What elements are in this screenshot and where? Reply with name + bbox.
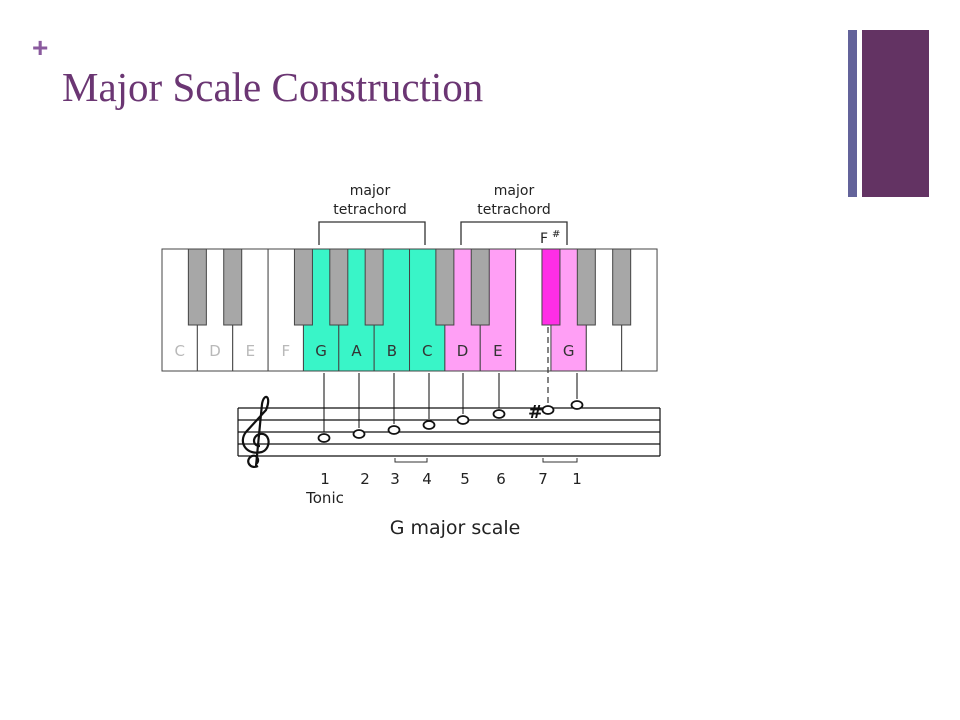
white-key-label: G — [315, 342, 327, 360]
tonic-label: Tonic — [305, 489, 344, 507]
slide-title: Major Scale Construction — [62, 64, 484, 110]
white-key-label: C — [174, 342, 184, 360]
whole-note — [422, 420, 436, 430]
scale-degree-number: 2 — [360, 470, 370, 488]
white-key-label: E — [246, 342, 255, 360]
white-key-label: D — [209, 342, 221, 360]
decorative-bar-thin — [848, 30, 857, 197]
black-key — [576, 248, 596, 326]
white-key-label: E — [493, 342, 502, 360]
bracket-1-label-line1: major — [350, 183, 391, 199]
white-key-label: A — [351, 342, 362, 360]
sharp-accidental-icon: # — [528, 402, 543, 423]
scale-degree-number: 5 — [460, 470, 470, 488]
sharp-symbol: # — [552, 229, 560, 240]
black-key — [364, 248, 384, 326]
bracket-2-label-line1: major — [494, 183, 535, 199]
white-key-label: G — [563, 342, 575, 360]
black-key — [223, 248, 243, 326]
f-sharp-label: F — [540, 231, 548, 247]
black-key — [187, 248, 207, 326]
white-key-label: C — [422, 342, 432, 360]
decorative-bar-thick — [862, 30, 929, 197]
black-key — [293, 248, 313, 326]
white-key-label: B — [387, 342, 397, 360]
treble-clef-icon — [241, 395, 270, 468]
scale-degree-number: 4 — [422, 470, 432, 488]
black-key — [612, 248, 632, 326]
tetrachord-bracket-1 — [318, 221, 426, 245]
scale-degree-number: 7 — [538, 470, 548, 488]
scale-degree-number: 1 — [572, 470, 582, 488]
scale-degrees: 1 2 3 4 5 6 7 1 — [320, 470, 582, 488]
scale-degree-number: 1 — [320, 470, 330, 488]
black-key — [329, 248, 349, 326]
whole-note — [541, 405, 555, 415]
whole-note — [570, 400, 584, 410]
whole-note — [492, 409, 506, 419]
scale-notes: # — [317, 400, 584, 443]
black-key — [435, 248, 455, 326]
white-key-label: D — [457, 342, 469, 360]
half-step-bracket-7-1 — [542, 458, 578, 463]
scale-degree-number: 3 — [390, 470, 400, 488]
tetrachord-bracket-2 — [460, 221, 568, 245]
bracket-2-label-line2: tetrachord — [477, 202, 550, 218]
black-key — [470, 248, 490, 326]
black-key-f-sharp — [541, 248, 561, 326]
whole-note — [456, 415, 470, 425]
whole-note — [317, 433, 331, 443]
white-key-label: F — [281, 342, 290, 360]
music-staff — [237, 395, 661, 468]
scale-degree-number: 6 — [496, 470, 506, 488]
whole-note — [387, 425, 401, 435]
scale-caption: G major scale — [390, 517, 521, 539]
note-connectors — [323, 327, 578, 432]
bracket-1-label-line2: tetrachord — [333, 202, 406, 218]
bullet-plus: + — [32, 32, 49, 63]
whole-note — [352, 429, 366, 439]
half-step-bracket-3-4 — [394, 458, 428, 463]
